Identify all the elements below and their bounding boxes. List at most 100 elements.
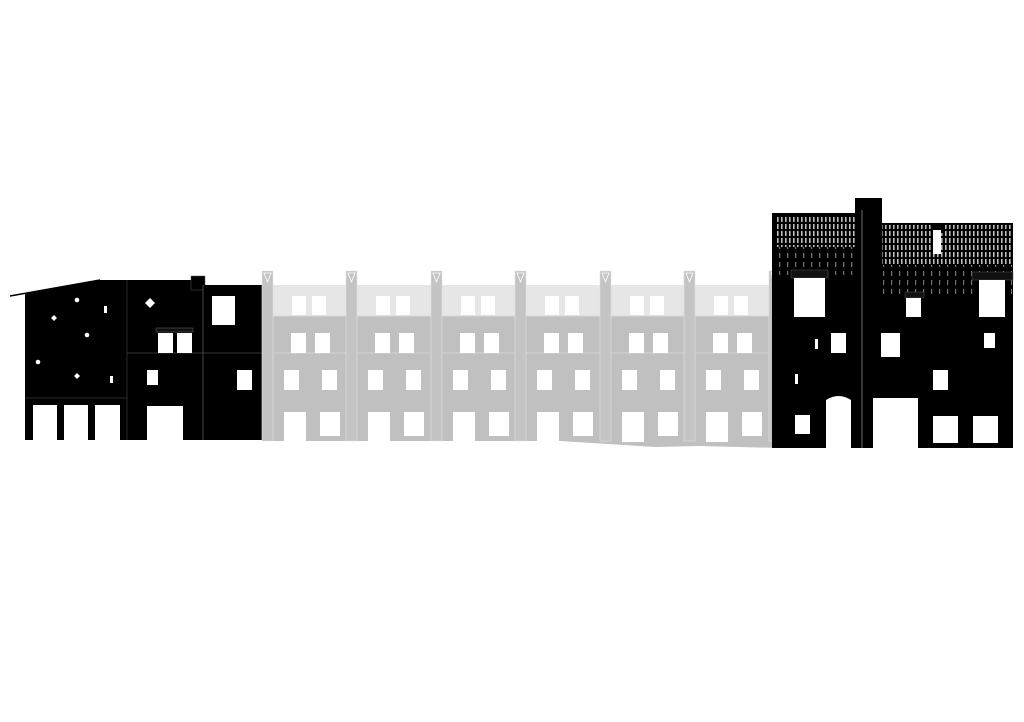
pilaster-ornament	[685, 272, 694, 284]
pilotis-opening	[95, 405, 120, 441]
round-window	[74, 297, 80, 303]
diamond-window	[145, 298, 155, 308]
window	[399, 333, 414, 353]
slit-window	[795, 374, 798, 384]
diamond-window	[74, 373, 80, 379]
window	[237, 370, 252, 390]
window	[573, 412, 593, 436]
skylight-frame	[931, 225, 943, 233]
slit-window	[815, 339, 818, 349]
slit-window	[110, 376, 113, 383]
window	[568, 333, 583, 353]
skylight	[933, 230, 941, 254]
window-lintel	[904, 291, 925, 299]
window	[653, 333, 668, 353]
window	[320, 412, 340, 436]
window	[795, 415, 810, 434]
pilotis-opening	[33, 405, 57, 441]
roof-edge-line	[9, 279, 101, 297]
pilaster	[599, 270, 612, 442]
window	[742, 412, 762, 436]
window	[737, 333, 752, 353]
window-lintel	[155, 327, 194, 333]
pilaster	[345, 270, 358, 442]
entrance-door	[453, 412, 475, 442]
window	[315, 333, 330, 353]
attic-window	[481, 296, 495, 315]
window	[284, 370, 299, 390]
entrance-door	[706, 412, 728, 442]
window	[212, 296, 235, 325]
entrance-door	[368, 412, 390, 442]
attic-window	[650, 296, 664, 315]
window	[406, 370, 421, 390]
window	[368, 370, 383, 390]
window	[147, 370, 158, 385]
left-block-facade	[25, 280, 127, 440]
slit-window	[104, 306, 107, 313]
attic-window	[565, 296, 579, 315]
window	[713, 333, 728, 353]
left-building	[9, 275, 262, 441]
diamond-window	[51, 315, 57, 321]
window	[322, 370, 337, 390]
pilaster-ornament	[347, 272, 356, 284]
garage-door	[147, 406, 183, 440]
attic-window	[396, 296, 410, 315]
window	[291, 333, 306, 353]
window	[881, 333, 900, 357]
middle-terrace-row	[261, 270, 781, 448]
window	[660, 370, 675, 390]
window	[984, 333, 995, 348]
attic-window	[630, 296, 644, 315]
pilaster	[261, 270, 274, 442]
arched-door	[826, 396, 851, 448]
round-window	[35, 359, 41, 365]
window	[460, 333, 475, 353]
window	[933, 416, 958, 443]
pilaster-ornament	[601, 272, 610, 284]
pilaster	[514, 270, 527, 442]
window	[706, 370, 721, 390]
window	[404, 412, 424, 436]
chimney	[190, 275, 206, 291]
window	[973, 416, 998, 443]
entrance-door	[537, 412, 559, 442]
window	[544, 333, 559, 353]
attic-window	[545, 296, 559, 315]
tile-roof-pattern	[882, 225, 1012, 265]
window	[933, 370, 948, 390]
tile-roof-pattern	[775, 215, 855, 247]
window	[453, 370, 468, 390]
attic-window	[292, 296, 306, 315]
window-lintel	[790, 269, 829, 279]
window	[489, 412, 509, 436]
window	[484, 333, 499, 353]
window	[158, 333, 173, 353]
window-lintel	[971, 271, 1014, 281]
window	[979, 280, 1005, 317]
attic-window	[376, 296, 390, 315]
entrance-door	[622, 412, 644, 442]
window	[622, 370, 637, 390]
pilotis-opening	[64, 405, 88, 441]
window	[177, 333, 192, 353]
entrance-door	[284, 412, 306, 442]
window	[537, 370, 552, 390]
attic-window	[461, 296, 475, 315]
pilaster-ornament	[263, 272, 272, 284]
window	[906, 298, 921, 317]
pilaster-ornament	[516, 272, 525, 284]
window	[629, 333, 644, 353]
window	[375, 333, 390, 353]
window	[744, 370, 759, 390]
entrance-door	[873, 398, 918, 448]
attic-window	[734, 296, 748, 315]
pilaster-ornament	[432, 272, 441, 284]
pilaster	[430, 270, 443, 442]
attic-window	[312, 296, 326, 315]
window	[794, 278, 825, 317]
attic-window	[714, 296, 728, 315]
round-window	[84, 332, 90, 338]
